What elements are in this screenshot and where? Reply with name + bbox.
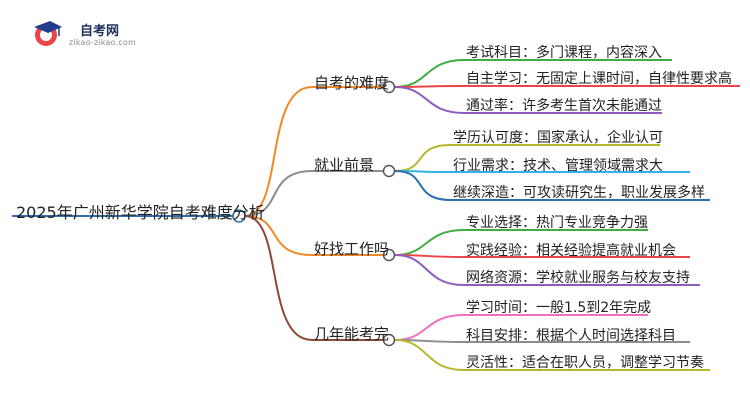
leaf-self-study[interactable]: 自主学习：无固定上课时间，自律性要求高 <box>466 71 732 87</box>
branch-to-leaf-connector <box>394 144 452 172</box>
branch-collapse-node <box>382 80 396 94</box>
branch-collapse-node <box>382 248 396 262</box>
branch-to-leaf-connector <box>394 229 465 256</box>
branch-to-leaf-connector <box>394 314 465 341</box>
branch-collapse-node <box>382 333 396 347</box>
branch-topic-job-finding[interactable]: 好找工作吗 <box>314 240 390 258</box>
leaf-practical-experience[interactable]: 实践经验：相关经验提高就业机会 <box>466 243 676 259</box>
branch-to-leaf-connector <box>394 86 465 114</box>
leaf-further-study[interactable]: 继续深造：可攻读研究生，职业发展多样 <box>453 185 705 201</box>
leaf-subject-arrangement[interactable]: 科目安排：根据个人时间选择科目 <box>466 328 676 344</box>
root-to-branch-connector <box>244 215 313 256</box>
graduation-cap-icon <box>34 21 62 46</box>
leaf-pass-rate[interactable]: 通过率：许多考生首次未能通过 <box>466 98 662 114</box>
leaf-study-time[interactable]: 学习时间：一般1.5到2年完成 <box>466 300 652 316</box>
branch-to-leaf-connector <box>394 339 465 371</box>
branch-to-leaf-connector <box>394 170 452 201</box>
leaf-industry-demand[interactable]: 行业需求：技术、管理领域需求大 <box>453 158 663 174</box>
branch-collapse-node <box>382 164 396 178</box>
leaf-major-choice[interactable]: 专业选择：热门专业竞争力强 <box>466 215 648 231</box>
branch-to-leaf-connector <box>394 85 465 88</box>
branch-topic-difficulty[interactable]: 自考的难度 <box>314 74 390 92</box>
logo-url: zikao-zikao.com <box>69 38 136 47</box>
logo-title: 自考网 <box>80 24 120 39</box>
root-topic[interactable]: 2025年广州新华学院自考难度分析 <box>16 203 265 222</box>
root-to-branch-connector <box>244 215 313 341</box>
root-collapse-node <box>232 209 246 223</box>
branch-topic-duration[interactable]: 几年能考完 <box>314 325 390 343</box>
branch-topic-employment-outlook[interactable]: 就业前景 <box>314 156 375 174</box>
branch-to-leaf-connector <box>394 254 465 286</box>
leaf-flexibility[interactable]: 灵活性：适合在职人员，调整学习节奏 <box>466 355 704 371</box>
leaf-degree-recognition[interactable]: 学历认可度：国家承认，企业认可 <box>453 130 663 146</box>
root-to-branch-connector <box>244 86 313 217</box>
leaf-network-resources[interactable]: 网络资源：学校就业服务与校友支持 <box>466 270 690 286</box>
root-to-branch-connector <box>244 170 313 217</box>
branch-to-leaf-connector <box>394 59 465 88</box>
site-logo[interactable]: 自考网 zikao-zikao.com <box>30 18 140 50</box>
leaf-exam-subjects[interactable]: 考试科目：多门课程，内容深入 <box>466 45 662 61</box>
